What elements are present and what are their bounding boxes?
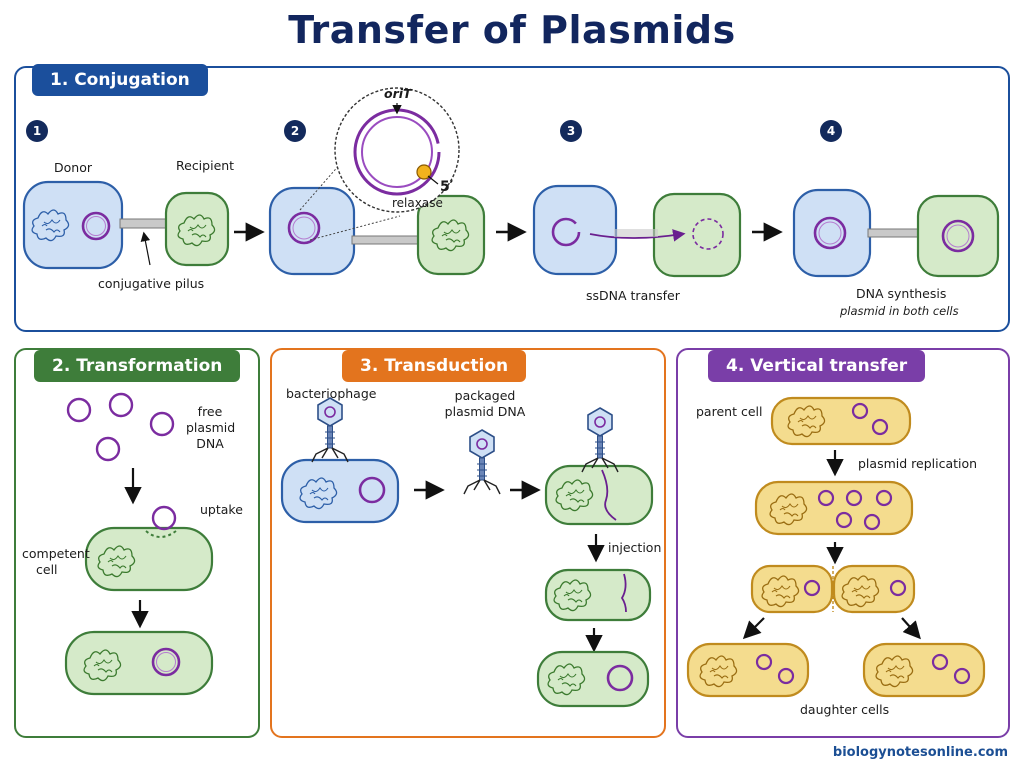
- relaxase-label: relaxase: [392, 196, 443, 210]
- arrow-vertical-right: [901, 617, 921, 640]
- packaged-label: packaged: [454, 388, 516, 403]
- injection-label: injection: [608, 540, 662, 555]
- step-badge-2: 2: [284, 120, 306, 142]
- donor-bacterium: [280, 458, 400, 524]
- recipient-cell-2: [416, 194, 486, 276]
- conjugation-tab: 1. Conjugation: [32, 64, 208, 96]
- plasmid-both-label: plasmid in both cells: [840, 304, 959, 318]
- transformation-tab: 2. Transformation: [34, 350, 241, 382]
- recipient-label: Recipient: [176, 158, 235, 173]
- recipient-cell-3: [652, 192, 742, 278]
- donor-cell-2: [268, 186, 356, 276]
- pilus-1: [119, 218, 171, 229]
- page-title: Transfer of Plasmids: [288, 8, 736, 52]
- replicating-cell: [754, 480, 914, 536]
- donor-cell-3: [532, 184, 618, 276]
- pilus-pointer: [140, 231, 151, 266]
- recipient-injected: [544, 568, 652, 622]
- dividing-cell: [750, 564, 916, 614]
- step-badge-1: 1: [26, 120, 48, 142]
- vertical-tab: 4. Vertical transfer: [708, 350, 926, 382]
- free-plasmids: [66, 392, 175, 462]
- recipient-infected: [544, 464, 654, 526]
- uptake-label: uptake: [200, 502, 243, 517]
- parent-cell: [770, 396, 912, 446]
- ssdna-strand: [589, 229, 686, 242]
- recipient-cell-1: [164, 191, 230, 267]
- orit-label: oriT: [384, 86, 412, 101]
- five-prime-label: 5′: [440, 179, 454, 195]
- donor-label: Donor: [54, 160, 92, 175]
- daughters-label: daughter cells: [800, 702, 890, 717]
- phage-attached: [311, 397, 349, 463]
- daughter-cell-left: [686, 642, 810, 698]
- plasmid-dna-label: plasmid DNA: [444, 404, 526, 419]
- step-badge-3: 3: [560, 120, 582, 142]
- replication-label: plasmid replication: [858, 456, 978, 471]
- step-badge-4: 4: [820, 120, 842, 142]
- free-label: free: [197, 404, 223, 419]
- transduced-cell: [536, 650, 650, 708]
- pilus-label: conjugative pilus: [98, 276, 205, 291]
- dna-label: DNA: [196, 436, 224, 451]
- daughter-cell-right: [862, 642, 986, 698]
- competent-cell: [84, 505, 214, 592]
- cell-label: cell: [36, 562, 58, 577]
- donor-cell-4: [792, 188, 872, 278]
- recipient-cell-4: [916, 194, 1000, 278]
- pilus-2: [351, 235, 423, 245]
- plasmid-label: plasmid: [186, 420, 236, 435]
- donor-cell-1: [22, 180, 124, 270]
- competent-label: competent: [22, 546, 90, 561]
- transformed-cell: [64, 630, 214, 696]
- orit-zoom-inset: [299, 87, 460, 241]
- ssdna-label: ssDNA transfer: [586, 288, 680, 303]
- dna-synthesis-label: DNA synthesis: [856, 286, 947, 301]
- parent-cell-label: parent cell: [696, 404, 763, 419]
- footer-credit: biologynotesonline.com: [832, 745, 1008, 760]
- pilus-4: [867, 228, 921, 238]
- transduction-tab: 3. Transduction: [342, 350, 527, 382]
- bacteriophage-label: bacteriophage: [286, 386, 377, 401]
- phage-injecting: [581, 407, 619, 473]
- phage-packaged: [463, 429, 501, 495]
- arrow-vertical-left: [742, 617, 765, 640]
